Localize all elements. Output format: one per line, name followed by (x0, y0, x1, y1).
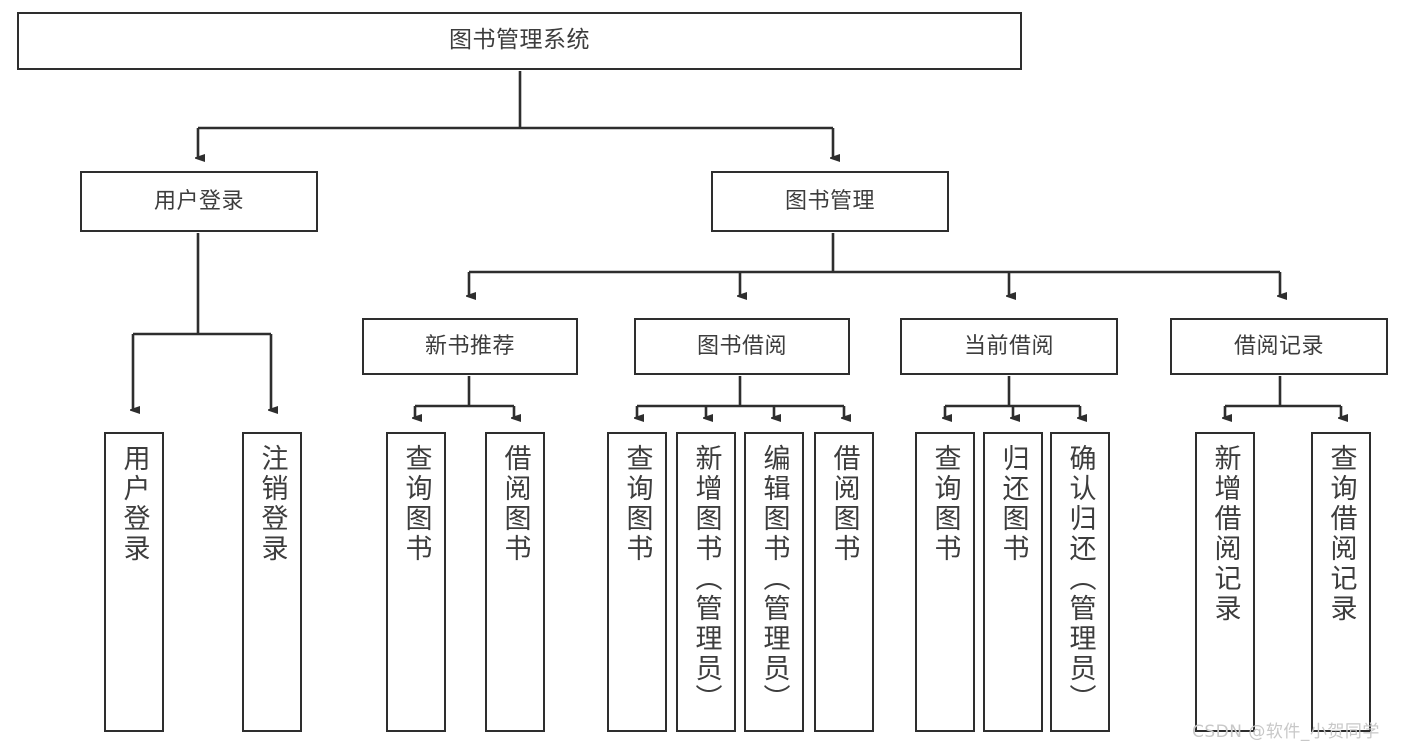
watermark: CSDN @软件_小贺同学 (1192, 722, 1380, 742)
node-label: 查询图书 (400, 444, 432, 564)
leaf-user-login-login[interactable]: 用户登录 (104, 432, 164, 732)
node-label: 确认归还（管理员） (1064, 444, 1096, 714)
leaf-current-confirm-return-admin[interactable]: 确认归还（管理员） (1050, 432, 1110, 732)
node-book-management[interactable]: 图书管理 (711, 171, 949, 232)
node-label: 注销登录 (256, 444, 288, 564)
node-user-login[interactable]: 用户登录 (80, 171, 318, 232)
node-label: 图书管理系统 (449, 27, 590, 54)
leaf-recommend-query-book[interactable]: 查询图书 (386, 432, 446, 732)
leaf-borrow-query-book[interactable]: 查询图书 (607, 432, 667, 732)
node-label: 用户登录 (118, 444, 150, 564)
node-label: 用户登录 (153, 188, 244, 214)
node-label: 新增图书（管理员） (690, 444, 722, 714)
node-label: 当前借阅 (963, 333, 1054, 359)
node-root-system[interactable]: 图书管理系统 (17, 12, 1022, 70)
node-label: 借阅图书 (828, 444, 860, 564)
leaf-record-add-record[interactable]: 新增借阅记录 (1195, 432, 1255, 732)
leaf-user-login-logout[interactable]: 注销登录 (242, 432, 302, 732)
node-label: 查询图书 (621, 444, 653, 564)
node-label: 借阅记录 (1233, 333, 1324, 359)
node-label: 编辑图书（管理员） (758, 444, 790, 714)
node-current-borrow[interactable]: 当前借阅 (900, 318, 1118, 375)
leaf-borrow-borrow-book[interactable]: 借阅图书 (814, 432, 874, 732)
leaf-borrow-edit-book-admin[interactable]: 编辑图书（管理员） (744, 432, 804, 732)
node-label: 查询借阅记录 (1325, 444, 1357, 624)
leaf-borrow-add-book-admin[interactable]: 新增图书（管理员） (676, 432, 736, 732)
node-label: 归还图书 (997, 444, 1029, 564)
node-label: 图书管理 (784, 188, 875, 214)
leaf-record-query-record[interactable]: 查询借阅记录 (1311, 432, 1371, 732)
leaf-current-return-book[interactable]: 归还图书 (983, 432, 1043, 732)
leaf-recommend-borrow-book[interactable]: 借阅图书 (485, 432, 545, 732)
node-label: 借阅图书 (499, 444, 531, 564)
node-label: 新书推荐 (424, 333, 515, 359)
node-new-book-recommend[interactable]: 新书推荐 (362, 318, 578, 375)
node-book-borrow[interactable]: 图书借阅 (634, 318, 850, 375)
node-label: 查询图书 (929, 444, 961, 564)
node-borrow-record[interactable]: 借阅记录 (1170, 318, 1388, 375)
node-label: 新增借阅记录 (1209, 444, 1241, 624)
leaf-current-query-book[interactable]: 查询图书 (915, 432, 975, 732)
node-label: 图书借阅 (696, 333, 787, 359)
